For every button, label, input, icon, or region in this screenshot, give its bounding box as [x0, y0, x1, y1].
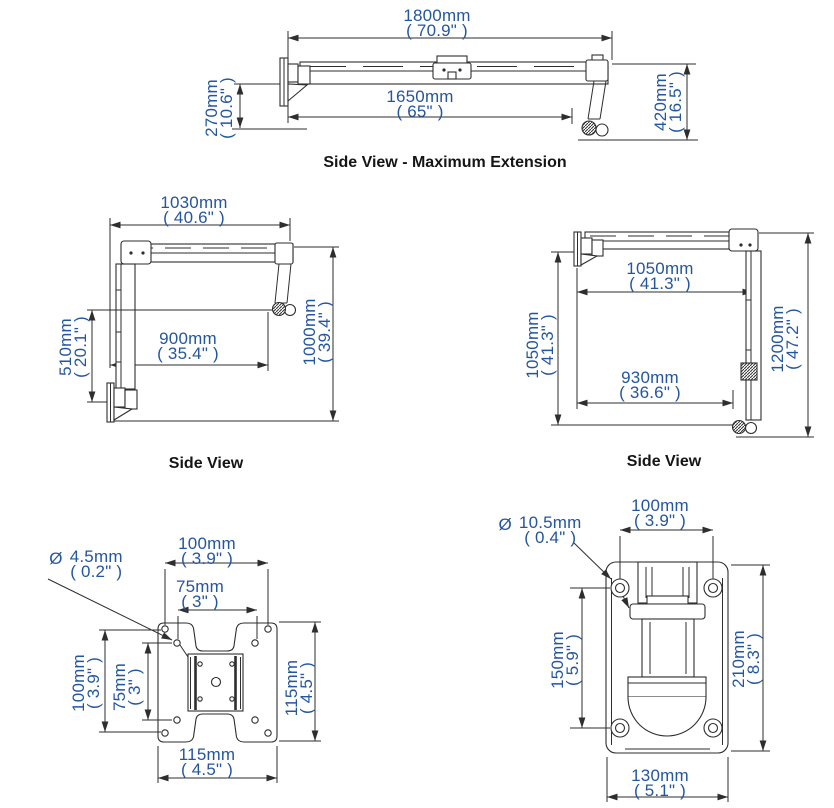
dim-total-height-1200: 1200mm ( 47.2" ): [768, 305, 802, 373]
cable-arc: [627, 696, 707, 737]
center-hole: [210, 676, 222, 688]
roller-end: [581, 54, 609, 137]
dim-vesa-plate-width-115: 115mm ( 4.5" ): [178, 745, 236, 779]
caption-side-view-right: Side View: [626, 453, 702, 470]
dim-width-1050: 1050mm ( 41.3" ): [626, 259, 694, 293]
pivot-bracket: [120, 240, 152, 265]
dim-bracket-hole-height-150: 150mm ( 5.9" ): [548, 631, 582, 689]
dim-hole-diameter-4-5: Ø 4.5mm ( 0.2" ): [49, 547, 123, 581]
vesa-holes: [161, 625, 272, 737]
dim-vesa-height-100: 100mm ( 3.9" ): [69, 654, 103, 712]
wall-bracket-drawing: [570, 526, 770, 802]
post-socket-lower: [641, 618, 695, 678]
dim-vesa-width-100: 100mm ( 3.9" ): [178, 534, 236, 568]
clamp-band: [629, 603, 706, 620]
dim-drop-270: 270mm ( 10.6" ): [202, 77, 236, 139]
dim-vesa-height-75: 75mm ( 3" ): [110, 662, 144, 712]
wall-mount-end: [279, 57, 311, 107]
dim-width-1030: 1030mm ( 40.6" ): [160, 193, 228, 227]
corner-bracket: [274, 242, 294, 265]
mounting-holes: [610, 578, 723, 738]
roller: [731, 419, 747, 435]
diameter-leader-line: [572, 541, 612, 580]
corner-bracket: [728, 228, 759, 252]
dim-bracket-width-130: 130mm ( 5.1" ): [631, 766, 689, 800]
dim-total-width-1800: 1800mm ( 70.9" ): [403, 6, 471, 40]
caption-side-view-left: Side View: [168, 455, 244, 472]
slider-clamp: [740, 362, 758, 381]
dim-extension-900: 900mm ( 35.4" ): [157, 329, 219, 363]
roller: [271, 301, 287, 317]
dim-end-height-420: 420mm ( 16.5" ): [651, 71, 685, 133]
dim-vesa-plate-height-115: 115mm ( 4.5" ): [282, 659, 316, 717]
diameter-leader-line: [47, 578, 173, 641]
diameter-icon: Ø: [49, 549, 63, 568]
dim-total-height-1000: 1000mm ( 39.4" ): [300, 298, 334, 366]
dim-extension-1650: 1650mm ( 65" ): [386, 87, 454, 121]
dim-hole-diameter-10-5: Ø 10.5mm ( 0.4" ): [498, 513, 582, 547]
dim-extension-930: 930mm ( 36.6" ): [619, 368, 681, 402]
dim-bracket-height-210: 210mm ( 8.3" ): [729, 630, 763, 688]
vesa-plate-drawing: [47, 559, 321, 783]
diameter-icon: Ø: [498, 515, 512, 534]
dim-left-height-1050: 1050mm ( 41.3" ): [523, 311, 557, 379]
vertical-post: [745, 250, 762, 421]
dim-vesa-width-75: 75mm ( 3" ): [175, 577, 225, 611]
dim-bracket-hole-width-100: 100mm ( 3.9" ): [631, 496, 689, 530]
side-right-drawing: [551, 228, 814, 438]
side-left-drawing: [87, 218, 339, 423]
arm-center-joint: [436, 55, 468, 64]
caption-max-extension: Side View - Maximum Extension: [323, 154, 567, 171]
wall-mount-end: [573, 231, 604, 267]
dim-lower-height-510: 510mm ( 20.1" ): [56, 316, 90, 378]
roller: [581, 120, 597, 136]
vertical-post: [115, 263, 136, 390]
wall-mount-end: [106, 382, 138, 423]
max-extension-drawing: [232, 31, 698, 141]
